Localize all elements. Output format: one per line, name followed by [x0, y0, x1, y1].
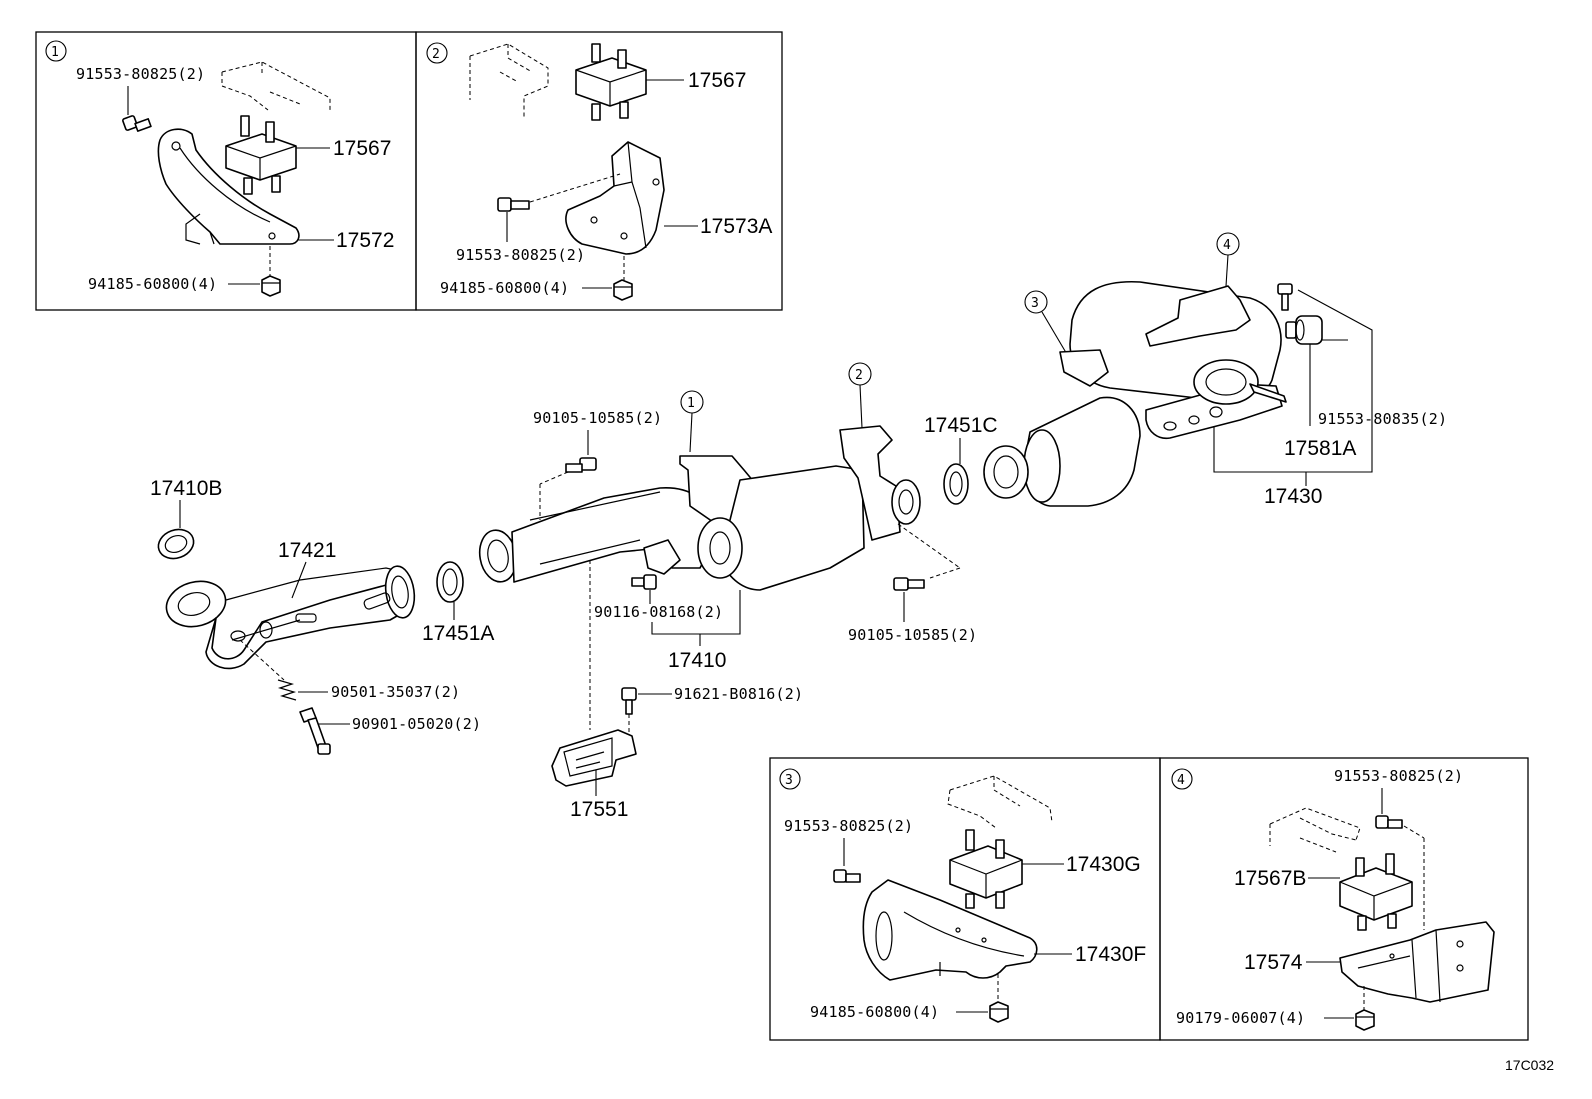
gasket-icon	[157, 528, 195, 560]
nut-icon	[613, 279, 633, 301]
inset3-bolt-label: 91553-80825(2)	[784, 817, 913, 835]
bolt-icon	[631, 574, 657, 590]
inset-3-frame	[769, 757, 1161, 1041]
callout-4-inset-circle	[1171, 768, 1193, 790]
spring-label: 90501-35037(2)	[331, 683, 460, 701]
hanger-bolt-label: 91621-B0816(2)	[674, 685, 803, 703]
center-pipe-label: 17410	[668, 649, 726, 672]
callout-1-main-label: 1	[687, 396, 695, 411]
bolt-icon	[893, 577, 925, 591]
inset1-nut-label: 94185-60800(4)	[88, 275, 217, 293]
gasket-icon	[943, 463, 969, 505]
nut-icon	[261, 275, 281, 297]
inset1-bolt-label: 91553-80825(2)	[76, 65, 205, 83]
gasket-front-label: 17410B	[150, 477, 222, 500]
front-pipe-icon	[165, 565, 416, 670]
inset-4: 4 91553-80825(2) 17567B 17574	[1171, 767, 1495, 1031]
bolt-icon	[1277, 283, 1293, 311]
bolt-icon	[565, 457, 597, 473]
bracket-icon	[157, 128, 300, 245]
bolt-icon	[122, 115, 152, 132]
callout-2-inset-label: 2	[432, 47, 440, 62]
center-pipe-icon	[478, 425, 921, 591]
inset2-bracket-label: 17573A	[700, 215, 772, 238]
bolt-icon	[833, 869, 861, 883]
inset2-insulator-label: 17567	[688, 69, 746, 92]
callout-3-inset-label: 3	[785, 773, 793, 788]
callout-2-inset-circle	[426, 42, 448, 64]
inset4-bolt-label: 91553-80825(2)	[1334, 767, 1463, 785]
bolt-mid-label: 90116-08168(2)	[594, 603, 723, 621]
hanger-label: 17551	[570, 798, 628, 821]
insulator-icon	[225, 115, 297, 195]
front-pipe-label: 17421	[278, 539, 336, 562]
bracket-icon	[862, 879, 1038, 981]
muffler-icon	[983, 280, 1287, 507]
inset1-bracket-label: 17572	[336, 229, 394, 252]
inset-2: 2 17567 91553-80825(2) 17573A	[426, 42, 772, 301]
hanger-icon	[551, 729, 637, 787]
insulator-icon	[575, 43, 647, 121]
bolt-icon	[497, 197, 530, 212]
tail-bolt-label: 91553-80835(2)	[1318, 410, 1447, 428]
bolt-icon	[621, 687, 637, 715]
inset3-bracket-label: 17430F	[1075, 943, 1146, 966]
callout-3-inset-circle	[779, 768, 801, 790]
nut-icon	[1355, 1009, 1375, 1031]
bolt-icon	[1375, 815, 1403, 829]
callout-2-main-label: 2	[855, 368, 863, 383]
callout-1-label: 1	[51, 45, 59, 60]
main-assembly: 17410B 17421 17451A	[150, 232, 1447, 821]
callout-3-main-circle	[1024, 290, 1048, 314]
tail-pipe-label: 17430	[1264, 485, 1322, 508]
bracket-icon	[1339, 921, 1495, 1003]
bolt-right-label: 90105-10585(2)	[848, 626, 977, 644]
inset1-insulator-label: 17567	[333, 137, 391, 160]
bolt-icon	[299, 707, 331, 755]
insulator-icon	[1339, 853, 1413, 931]
inset3-insulator-label: 17430G	[1066, 853, 1141, 876]
tail-insulator-label: 17581A	[1284, 437, 1356, 460]
inset-2-frame	[415, 31, 783, 311]
diagram-code: 17C032	[1505, 1057, 1554, 1073]
callout-4-main-label: 4	[1223, 238, 1231, 253]
inset4-bracket-label: 17574	[1244, 951, 1303, 974]
inset3-nut-label: 94185-60800(4)	[810, 1003, 939, 1021]
gasket-icon	[436, 561, 464, 603]
callout-1-circle	[45, 40, 67, 62]
callout-3-main-label: 3	[1031, 296, 1039, 311]
gasket-a-label: 17451A	[422, 622, 494, 645]
callout-4-inset-label: 4	[1177, 773, 1185, 788]
bracket-icon	[565, 141, 665, 255]
inset2-bolt-label: 91553-80825(2)	[456, 246, 585, 264]
front-bolt-label: 90901-05020(2)	[352, 715, 481, 733]
nut-icon	[989, 1001, 1009, 1023]
spring-icon	[277, 679, 297, 701]
insulator-icon	[949, 829, 1023, 909]
inset2-nut-label: 94185-60800(4)	[440, 279, 569, 297]
inset4-nut-label: 90179-06007(4)	[1176, 1009, 1305, 1027]
inset4-insulator-label: 17567B	[1234, 867, 1306, 890]
inset-4-frame	[1159, 757, 1529, 1041]
inset-3: 3 91553-80825(2) 17430G 17430F	[779, 768, 1146, 1023]
bolt-top-label: 90105-10585(2)	[533, 409, 662, 427]
inset-1: 1 91553-80825(2) 17567 17572	[45, 40, 394, 297]
insulator-icon	[1285, 315, 1323, 345]
gasket-c-label: 17451C	[924, 414, 998, 437]
